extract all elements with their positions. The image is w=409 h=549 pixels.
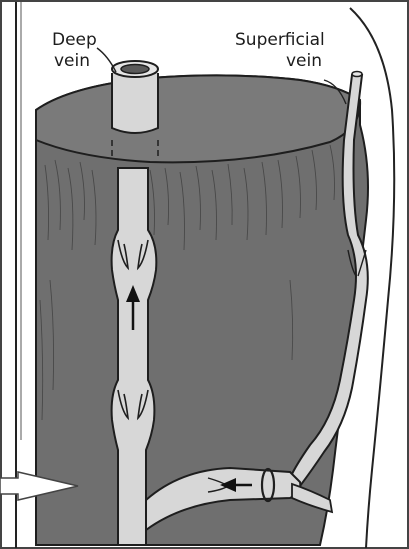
deep-vein-label-line1: Deep	[52, 31, 97, 49]
superficial-vein-label-line2: vein	[286, 52, 322, 70]
superficial-vein-cut-end	[352, 72, 362, 77]
superficial-vein-label-line1: Superficial	[235, 31, 325, 49]
deep-vein-label-line2: vein	[54, 52, 90, 70]
